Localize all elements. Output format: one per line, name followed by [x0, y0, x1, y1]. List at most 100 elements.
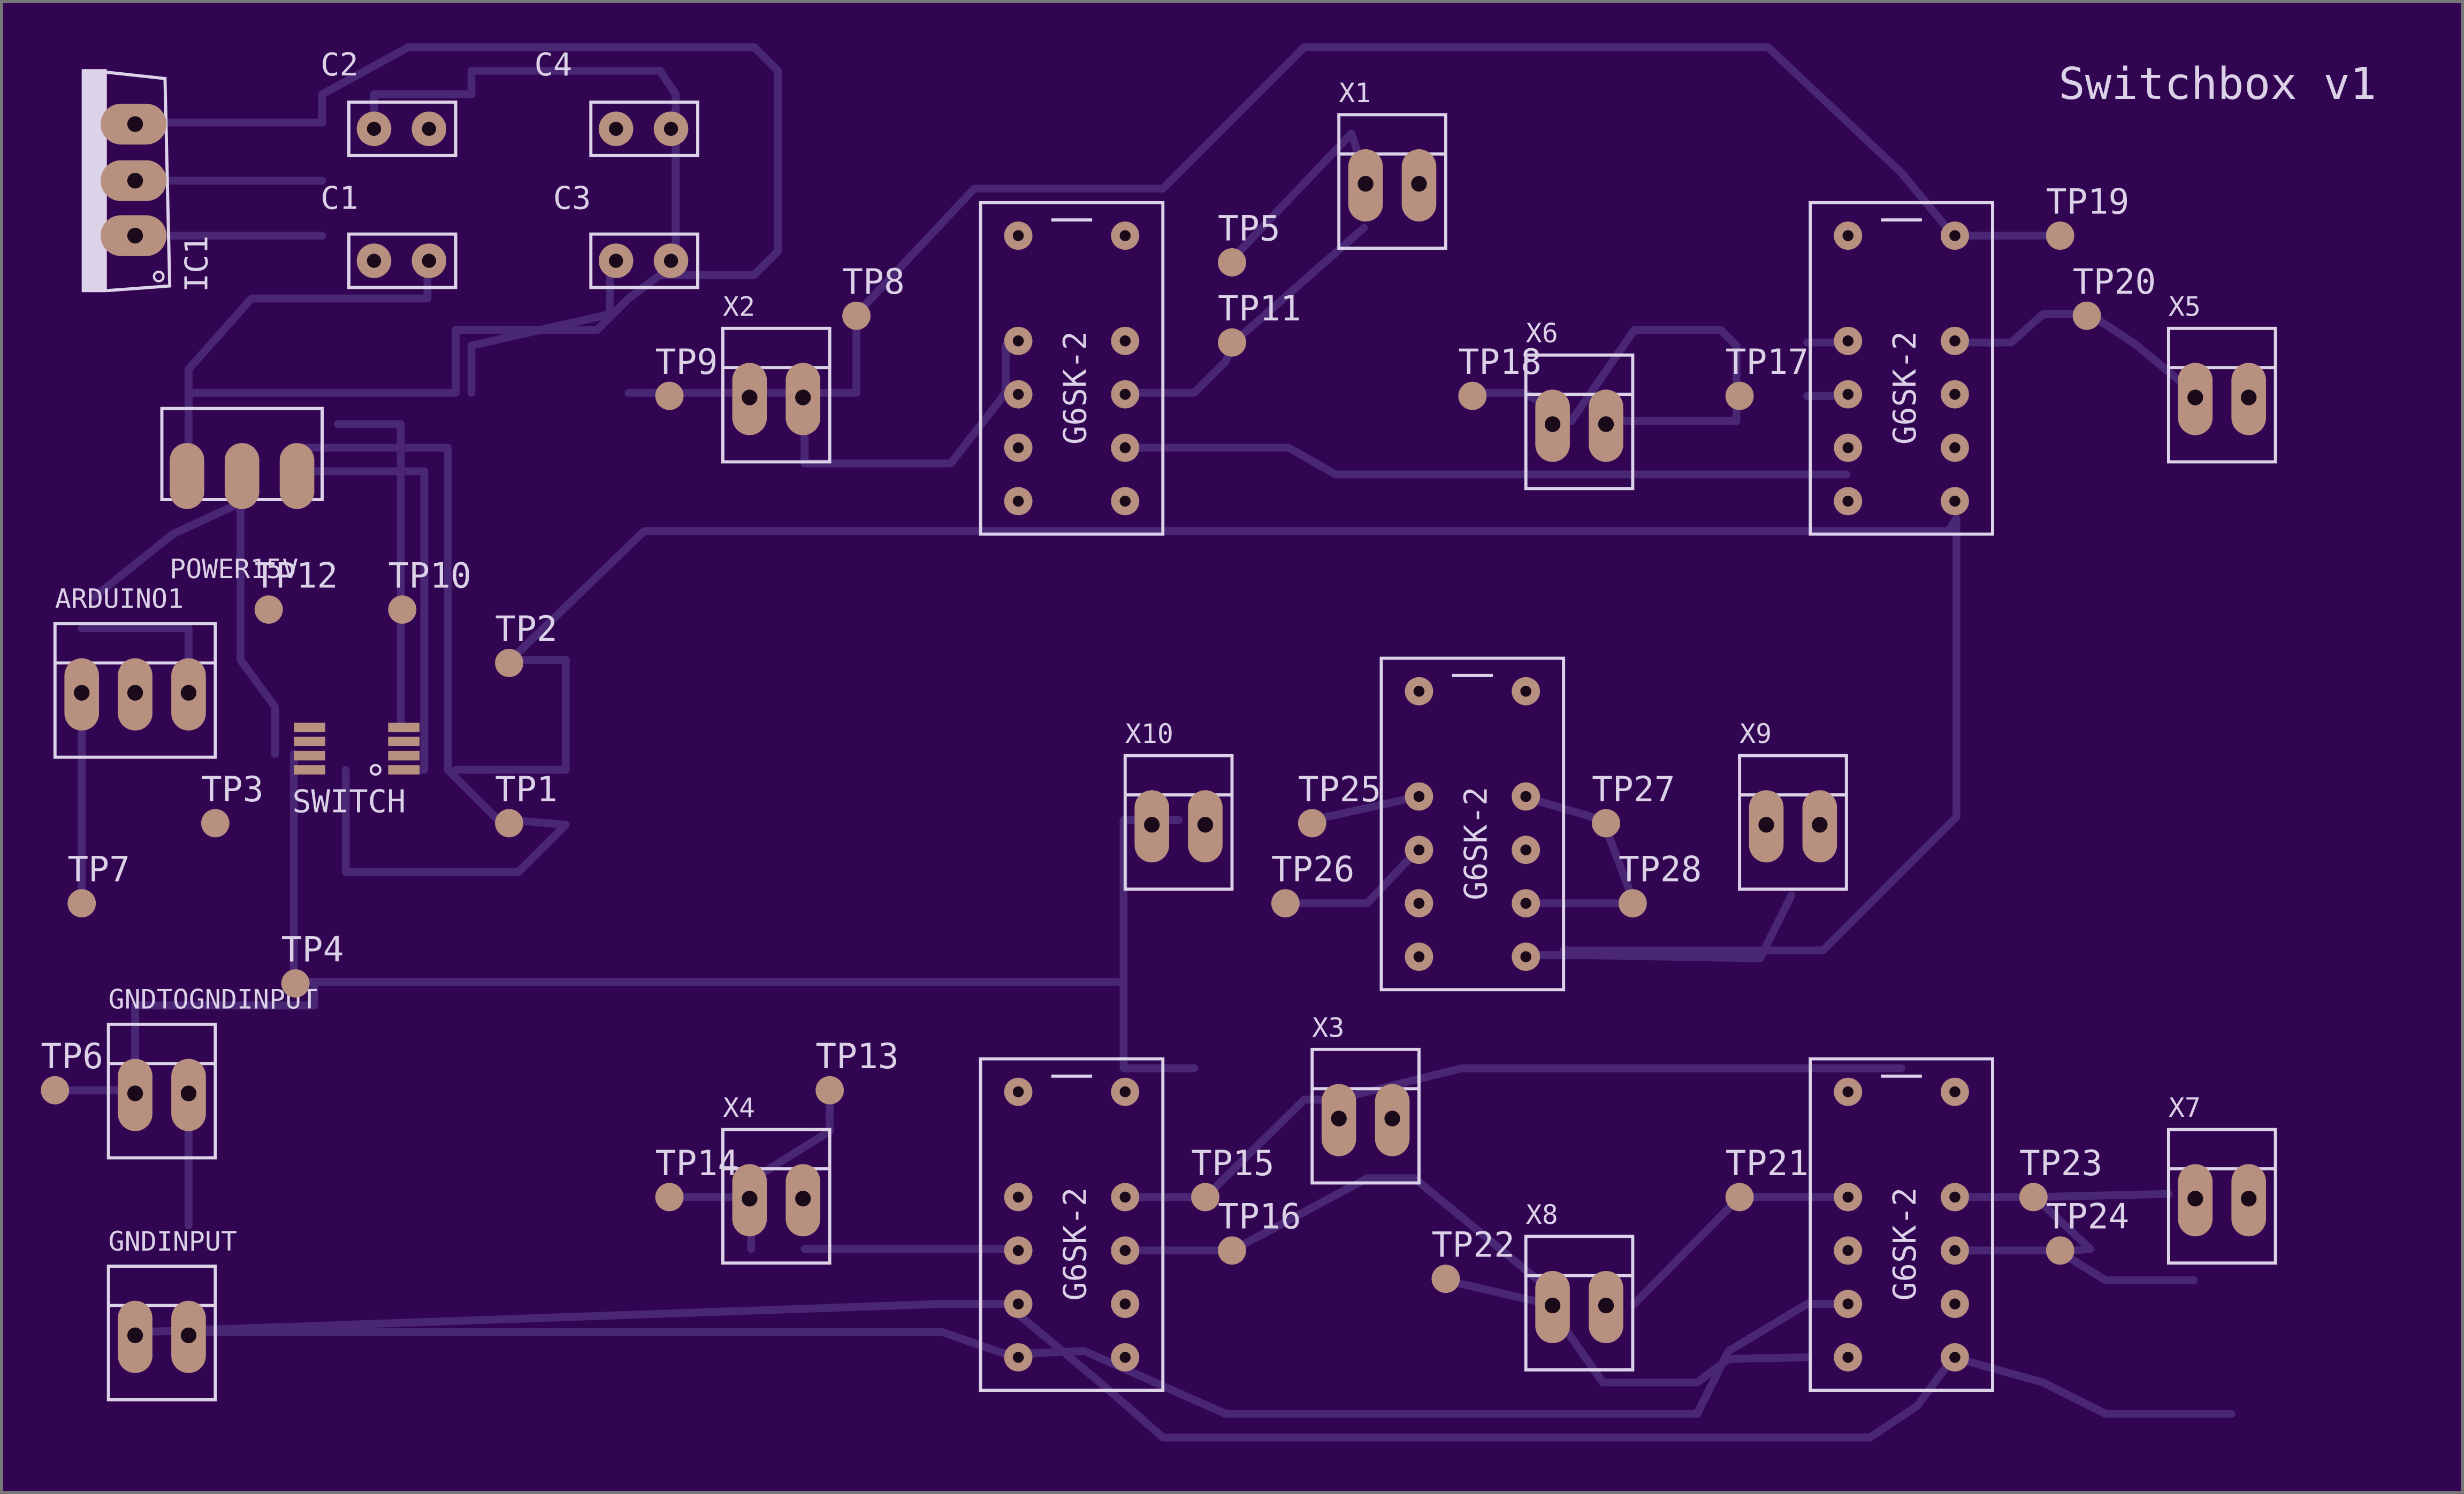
relay-1-label: G6SK-2 — [1056, 331, 1093, 445]
testpoint-tp16: TP16 — [1218, 1197, 1301, 1265]
c1-label: C1 — [321, 180, 358, 217]
relay-3: G6SK-2 — [1382, 658, 1564, 990]
tp10-label: TP10 — [388, 556, 471, 596]
c3-label: C3 — [553, 180, 591, 217]
testpoint-tp20: TP20 — [2072, 262, 2156, 330]
tp15-label: TP15 — [1191, 1144, 1275, 1184]
tp6-label: TP6 — [41, 1037, 103, 1077]
tp23-label: TP23 — [2019, 1144, 2103, 1184]
header-x10: X10 — [1125, 718, 1232, 889]
tp1-label: TP1 — [495, 770, 558, 810]
testpoint-tp25: TP25 — [1298, 770, 1382, 838]
testpoint-tp12: TP12 — [254, 556, 338, 624]
testpoint-tp28: TP28 — [1618, 850, 1702, 918]
testpoint-tp5: TP5 — [1218, 209, 1280, 277]
tp13-label: TP13 — [815, 1037, 899, 1077]
header-x9: X9 — [1740, 718, 1847, 889]
testpoint-tp8: TP8 — [842, 262, 905, 330]
testpoint-tp23: TP23 — [2019, 1144, 2103, 1212]
testpoint-tp3: TP3 — [201, 770, 264, 838]
testpoint-tp27: TP27 — [1592, 770, 1675, 838]
header-x6: X6 — [1526, 318, 1633, 488]
x4-label: X4 — [723, 1092, 755, 1123]
capacitor-c3: C3 — [553, 180, 698, 288]
relay-4: G6SK-2 — [981, 1059, 1163, 1390]
tp5-label: TP5 — [1218, 209, 1280, 249]
testpoint-tp4: TP4 — [281, 930, 344, 998]
testpoint-tp19: TP19 — [2046, 182, 2130, 250]
testpoint-tp22: TP22 — [1431, 1225, 1515, 1293]
tp4-label: TP4 — [281, 930, 344, 970]
tp22-label: TP22 — [1431, 1225, 1515, 1266]
switch-component: SWITCH — [292, 722, 420, 819]
board-title: Switchbox v1 — [2058, 59, 2376, 110]
tp26-label: TP26 — [1271, 850, 1355, 890]
switch-label: SWITCH — [292, 783, 406, 819]
tp17-label: TP17 — [1726, 342, 1809, 382]
tp3-label: TP3 — [201, 770, 264, 810]
header-x4: X4 — [723, 1092, 830, 1263]
header-x3: X3 — [1312, 1012, 1419, 1183]
tp21-label: TP21 — [1726, 1144, 1809, 1184]
x2-label: X2 — [723, 291, 755, 322]
x3-label: X3 — [1312, 1012, 1344, 1043]
testpoint-tp14: TP14 — [655, 1144, 738, 1212]
x9-label: X9 — [1740, 718, 1772, 749]
testpoint-tp11: TP11 — [1218, 289, 1301, 357]
relay-2-label: G6SK-2 — [1886, 331, 1923, 445]
tp18-label: TP18 — [1458, 342, 1542, 382]
testpoint-tp9: TP9 — [655, 342, 718, 410]
testpoint-tp1: TP1 — [495, 770, 558, 838]
testpoint-tp10: TP10 — [388, 556, 471, 624]
tp25-label: TP25 — [1298, 770, 1382, 810]
testpoint-tp2: TP2 — [495, 609, 558, 677]
gndinput-label: GNDINPUT — [109, 1226, 237, 1257]
relay-3-label: G6SK-2 — [1457, 787, 1494, 900]
header-x5: X5 — [2169, 291, 2276, 462]
testpoint-tp18: TP18 — [1458, 342, 1542, 410]
testpoint-tp7: TP7 — [67, 850, 130, 918]
power15v-label: POWER15V — [170, 554, 298, 585]
tp16-label: TP16 — [1218, 1197, 1301, 1237]
tp8-label: TP8 — [842, 262, 905, 302]
tp9-label: TP9 — [655, 342, 718, 382]
x7-label: X7 — [2169, 1092, 2201, 1123]
relay-1: G6SK-2 — [981, 203, 1163, 534]
x10-label: X10 — [1125, 718, 1173, 749]
tp20-label: TP20 — [2073, 262, 2156, 302]
testpoint-tp17: TP17 — [1725, 342, 1809, 410]
relay-5-label: G6SK-2 — [1886, 1187, 1923, 1301]
testpoint-tp21: TP21 — [1725, 1144, 1809, 1212]
header-x8: X8 — [1526, 1199, 1633, 1370]
x8-label: X8 — [1526, 1199, 1558, 1230]
relay-4-label: G6SK-2 — [1056, 1187, 1093, 1301]
tp19-label: TP19 — [2046, 182, 2130, 222]
arduino1-label: ARDUINO1 — [55, 584, 184, 615]
testpoint-tp13: TP13 — [815, 1037, 899, 1105]
header-x1: X1 — [1339, 78, 1446, 248]
testpoint-tp15: TP15 — [1191, 1144, 1275, 1212]
relay-2: G6SK-2 — [1810, 203, 1993, 534]
tp7-label: TP7 — [67, 850, 130, 890]
x1-label: X1 — [1339, 78, 1371, 109]
capacitor-c2: C2 — [321, 46, 456, 156]
header-arduino1: ARDUINO1 — [55, 584, 216, 757]
relay-5: G6SK-2 — [1810, 1059, 1993, 1390]
c2-label: C2 — [321, 46, 358, 83]
ic1-label: IC1 — [178, 235, 215, 292]
header-x7: X7 — [2169, 1092, 2276, 1263]
tp2-label: TP2 — [495, 609, 558, 649]
tp27-label: TP27 — [1592, 770, 1675, 810]
testpoint-tp6: TP6 — [41, 1037, 103, 1105]
testpoint-tp26: TP26 — [1271, 850, 1355, 918]
header-power15v: POWER15V — [162, 409, 322, 585]
capacitor-c4: C4 — [535, 46, 698, 156]
x5-label: X5 — [2169, 291, 2201, 322]
header-gndinput: GNDINPUT — [109, 1226, 237, 1400]
tp24-label: TP24 — [2046, 1197, 2130, 1237]
tp12-label: TP12 — [255, 556, 338, 596]
tp11-label: TP11 — [1218, 289, 1301, 329]
ic1-regulator: IC1 — [81, 69, 215, 293]
x6-label: X6 — [1526, 318, 1558, 349]
